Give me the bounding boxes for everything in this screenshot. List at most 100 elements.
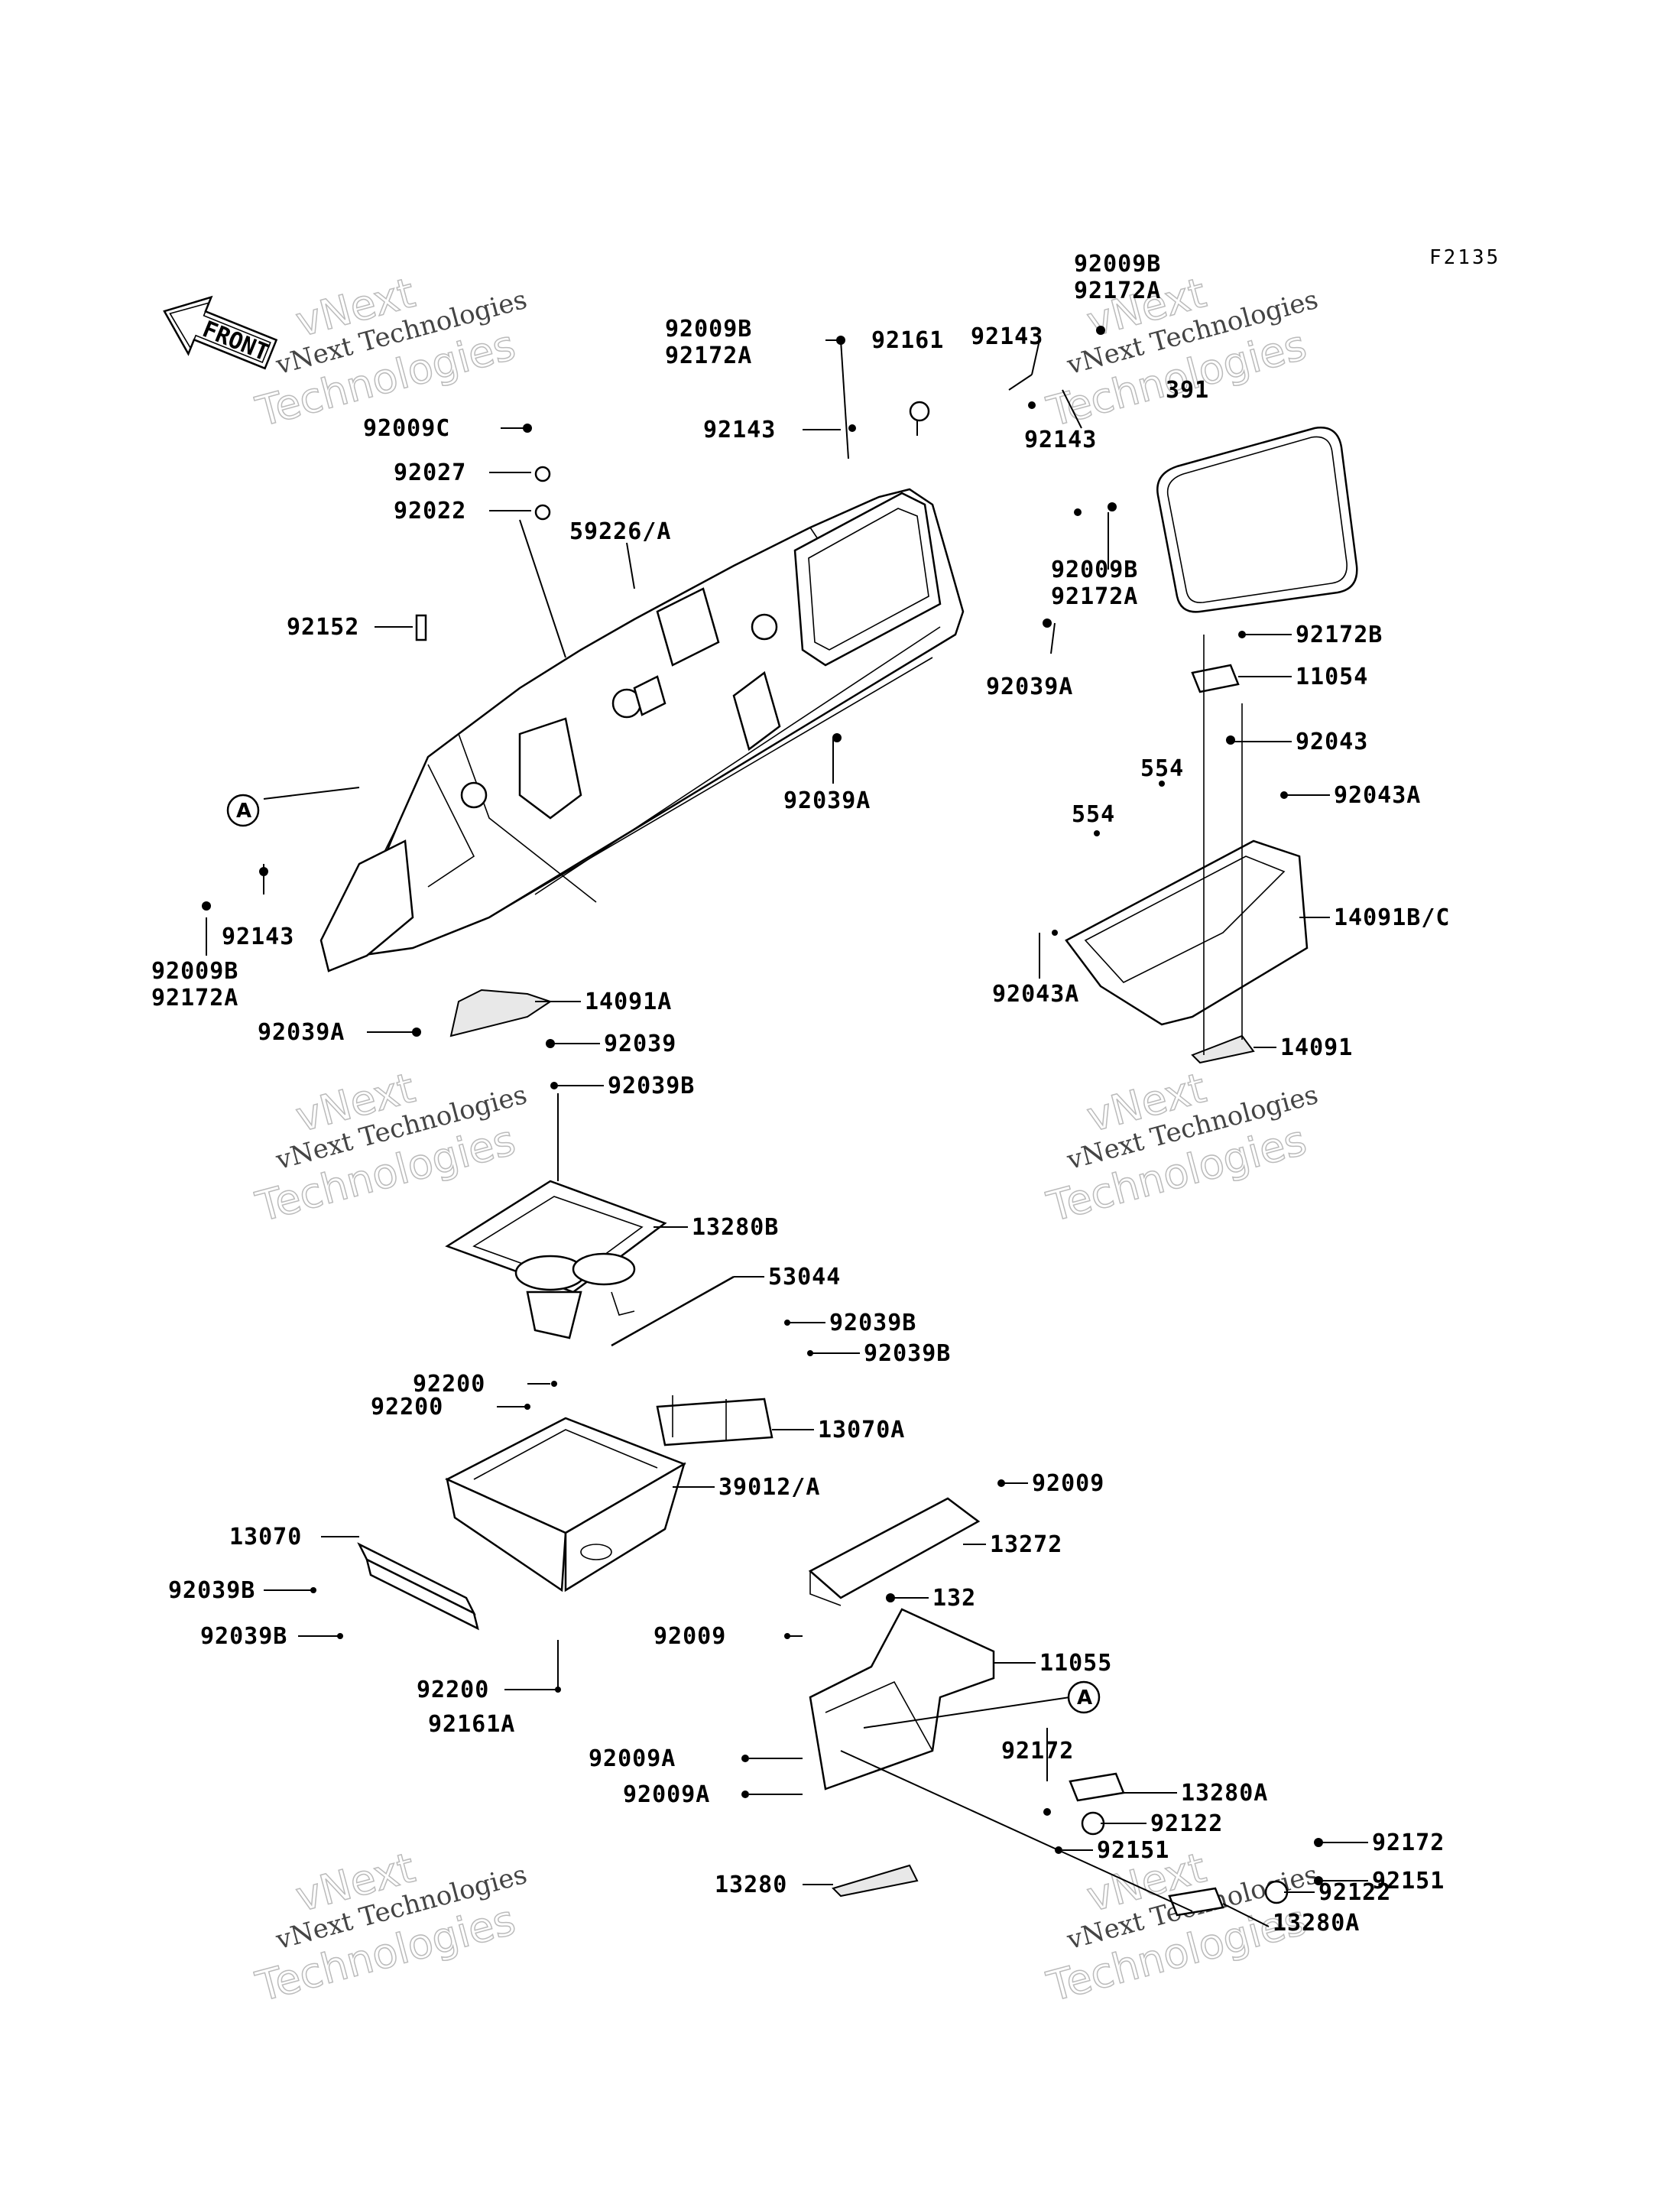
part-label: 13280B [692, 1214, 779, 1241]
part-label: 92200 [417, 1677, 489, 1703]
part-label: 53044 [768, 1264, 841, 1291]
part-label: 92200 [371, 1394, 443, 1420]
part-label: 391 [1166, 377, 1209, 404]
reference-marker: A [1067, 1680, 1101, 1714]
part-label: 92009B [1074, 251, 1161, 278]
part-label: 92161 [871, 327, 944, 354]
fastener-icon [550, 1082, 558, 1089]
part-label: 13280A [1273, 1910, 1360, 1937]
watermark: vNext vNext Technologies Technologies [250, 1842, 530, 2011]
part-label: 92143 [222, 924, 294, 950]
part-label: 92039A [986, 674, 1073, 700]
fastener-icon [909, 401, 930, 422]
fastener-icon [1028, 401, 1036, 409]
bracket-11055 [809, 1608, 995, 1791]
part-label: 92122 [1150, 1810, 1223, 1837]
leader-lines [206, 339, 1368, 1927]
part-label: 92172 [1001, 1738, 1074, 1765]
part-label: 11055 [1039, 1650, 1112, 1677]
part-label: 92009A [623, 1781, 710, 1808]
part-label: 92009B [151, 958, 238, 985]
part-label: 92172A [1074, 278, 1161, 304]
fastener-icon [534, 504, 551, 521]
part-label: 92151 [1372, 1868, 1445, 1894]
fastener-icon [1159, 781, 1165, 787]
dashboard-panel [319, 488, 965, 972]
fastener-icon [1314, 1876, 1323, 1885]
part-label: 92143 [971, 323, 1043, 350]
watermark: vNext vNext Technologies Technologies [250, 1063, 530, 1232]
part-label: 92172A [665, 343, 752, 369]
part-label: 14091 [1280, 1034, 1353, 1061]
rail-bracket-13070A [656, 1395, 774, 1446]
part-label: 92009C [363, 415, 450, 442]
part-label: 92009 [1032, 1470, 1104, 1497]
part-label: 92009B [1051, 557, 1138, 583]
part-label: 59226/A [569, 518, 671, 545]
part-label: 13280 [715, 1872, 787, 1898]
fastener-icon [1074, 508, 1082, 516]
fastener-icon [1314, 1838, 1323, 1847]
fastener-icon [259, 867, 268, 876]
fastener-icon [524, 1404, 530, 1410]
fastener-icon [741, 1755, 749, 1762]
part-label: 92172A [1051, 583, 1138, 610]
part-label: 92172B [1296, 622, 1383, 648]
bracket-13280 [832, 1864, 919, 1898]
fastener-icon [1052, 930, 1058, 936]
part-label: 92039A [258, 1019, 345, 1046]
fastener-icon [1055, 1846, 1062, 1854]
watermark: vNext vNext Technologies Technologies [1041, 268, 1321, 437]
fastener-icon [546, 1039, 555, 1048]
rail-bracket-13070 [357, 1542, 479, 1631]
part-label: 13070 [229, 1524, 302, 1550]
part-label: 92152 [287, 614, 359, 641]
fastener-icon [534, 466, 551, 482]
bracket-plate-13272 [808, 1497, 981, 1606]
fastener-icon [1108, 502, 1117, 511]
part-label: 14091B/C [1334, 904, 1451, 931]
part-label: 92039B [608, 1073, 695, 1099]
fastener-icon [1096, 326, 1105, 335]
part-label: 92009 [654, 1623, 726, 1650]
fastener-icon [523, 424, 532, 433]
part-label: 92039B [168, 1577, 255, 1604]
fastener-icon [832, 733, 842, 742]
part-label: 132 [932, 1585, 976, 1612]
storage-box [445, 1417, 686, 1592]
part-label: 13280A [1181, 1780, 1268, 1807]
part-label: 92022 [394, 498, 466, 524]
fastener-icon [848, 424, 856, 432]
cup-holder [445, 1180, 667, 1339]
glove-box-lid [1156, 427, 1358, 613]
part-label: 92043 [1296, 729, 1368, 755]
part-label: 92027 [394, 459, 466, 486]
fasteners [202, 326, 1323, 1885]
fastener-icon [1043, 618, 1052, 628]
fastener-icon [997, 1479, 1005, 1487]
fastener-icon [412, 1028, 421, 1037]
figure-code: F2135 [1429, 246, 1500, 269]
fastener-icon [1226, 735, 1235, 745]
part-label: 92009B [665, 316, 752, 343]
fastener-icon [202, 901, 211, 911]
fastener-icon [741, 1791, 749, 1798]
part-label: 13272 [990, 1531, 1062, 1558]
watermark: vNext vNext Technologies Technologies [1041, 1063, 1321, 1232]
part-label: 92200 [413, 1371, 485, 1398]
fastener-icon [415, 614, 427, 641]
part-label: 92043A [992, 981, 1079, 1008]
part-label: 11054 [1296, 664, 1368, 690]
fastener-icon [1238, 631, 1246, 638]
fastener-icon [555, 1687, 561, 1693]
part-label: 92039B [200, 1623, 287, 1650]
fastener-icon [1043, 1808, 1051, 1816]
part-label: 92122 [1318, 1879, 1391, 1906]
front-arrow-icon: FRONT [163, 295, 278, 370]
reference-marker-label: A [1077, 1687, 1092, 1709]
part-label: 92161A [428, 1711, 515, 1738]
fastener-icon [1280, 791, 1288, 799]
part-label: 92172A [151, 985, 238, 1011]
part-label: 92043A [1334, 782, 1421, 809]
